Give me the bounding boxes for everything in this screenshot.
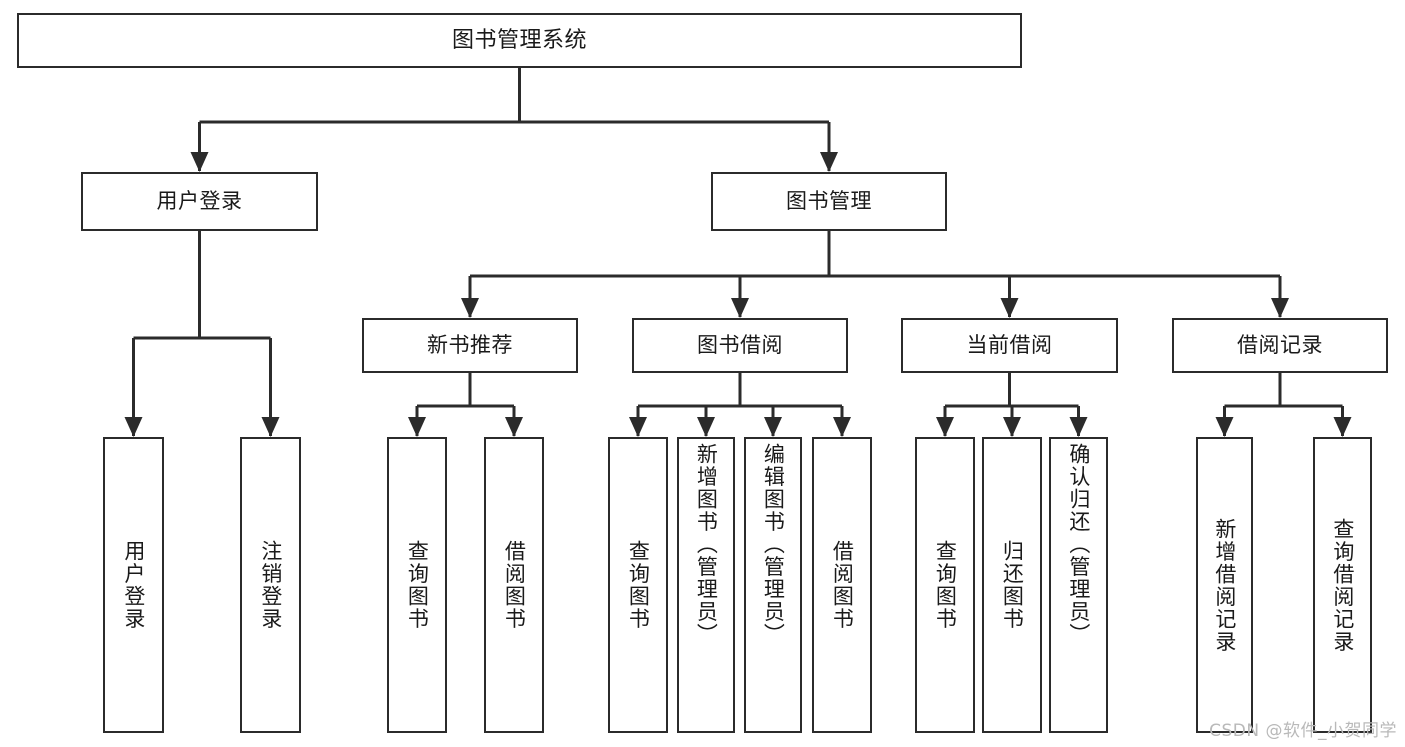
node-l3-d2[interactable]: 归还图书 [982, 437, 1042, 733]
node-l2-record[interactable]: 借阅记录 [1172, 318, 1388, 373]
node-l3-e1[interactable]: 新增借阅记录 [1196, 437, 1253, 733]
node-l1-bookmgr[interactable]: 图书管理 [711, 172, 947, 231]
node-label: 查询图书 [405, 540, 430, 630]
node-label: 编辑图书（管理员） [761, 443, 786, 646]
node-label: 图书管理 [786, 189, 872, 214]
node-l2-current[interactable]: 当前借阅 [901, 318, 1118, 373]
node-label: 图书借阅 [697, 333, 783, 358]
node-l3-b2[interactable]: 借阅图书 [484, 437, 544, 733]
node-label: 查询图书 [626, 540, 651, 630]
node-l3-c4[interactable]: 借阅图书 [812, 437, 872, 733]
node-l3-a1[interactable]: 用户登录 [103, 437, 164, 733]
node-l2-borrow[interactable]: 图书借阅 [632, 318, 848, 373]
node-l3-c2[interactable]: 新增图书（管理员） [677, 437, 735, 733]
node-l3-a2[interactable]: 注销登录 [240, 437, 301, 733]
watermark: CSDN @软件_小贺同学 [1209, 721, 1397, 741]
node-l3-b1[interactable]: 查询图书 [387, 437, 447, 733]
node-label: 查询借阅记录 [1330, 517, 1355, 653]
node-label: 新增借阅记录 [1212, 517, 1237, 653]
node-l3-e2[interactable]: 查询借阅记录 [1313, 437, 1372, 733]
node-label: 用户登录 [121, 540, 146, 630]
node-label: 新增图书（管理员） [694, 443, 719, 646]
node-l2-newbook[interactable]: 新书推荐 [362, 318, 578, 373]
node-root[interactable]: 图书管理系统 [17, 13, 1022, 68]
node-label: 借阅图书 [830, 540, 855, 630]
node-label: 确认归还（管理员） [1066, 443, 1091, 646]
node-label: 借阅记录 [1237, 333, 1323, 358]
node-label: 借阅图书 [502, 540, 527, 630]
node-label: 图书管理系统 [451, 27, 587, 53]
node-label: 查询图书 [933, 540, 958, 630]
node-label: 注销登录 [258, 540, 283, 630]
node-label: 当前借阅 [966, 333, 1053, 358]
node-l3-c3[interactable]: 编辑图书（管理员） [744, 437, 802, 733]
node-l3-d3[interactable]: 确认归还（管理员） [1049, 437, 1108, 733]
node-label: 归还图书 [1000, 540, 1025, 630]
node-l3-c1[interactable]: 查询图书 [608, 437, 668, 733]
node-label: 新书推荐 [427, 333, 513, 358]
node-label: 用户登录 [156, 189, 243, 214]
node-l3-d1[interactable]: 查询图书 [915, 437, 975, 733]
node-l1-login[interactable]: 用户登录 [81, 172, 318, 231]
